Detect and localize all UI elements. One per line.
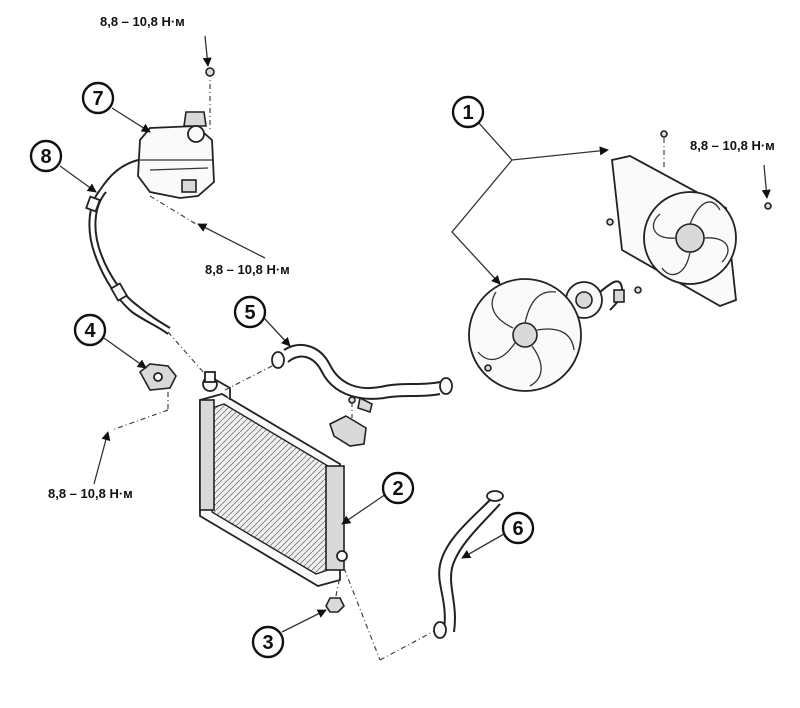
callout-2: 2 <box>381 471 415 505</box>
leader-1b <box>451 159 513 285</box>
leader-5 <box>263 317 291 347</box>
svg-text:1: 1 <box>462 102 473 124</box>
lower-hose <box>433 490 504 639</box>
torque-arrow-tank <box>197 223 266 259</box>
svg-text:6: 6 <box>512 518 523 540</box>
torque-label-top: 8,8 – 10,8 Н·м <box>100 14 185 29</box>
torque-label-radiator-bracket: 8,8 – 10,8 Н·м <box>48 486 133 501</box>
svg-text:7: 7 <box>92 88 103 110</box>
svg-text:4: 4 <box>84 320 96 342</box>
radiator-side-bracket <box>329 396 367 447</box>
upper-hose <box>271 344 453 414</box>
callout-1: 1 <box>451 95 485 129</box>
leader-1 <box>477 121 609 161</box>
torque-label-fan-shroud: 8,8 – 10,8 Н·м <box>690 138 775 153</box>
drain-plug <box>325 575 345 613</box>
radiator <box>199 361 441 661</box>
expansion-tank <box>99 67 215 225</box>
svg-text:8: 8 <box>40 146 51 168</box>
leader-7 <box>111 107 151 133</box>
torque-arrow-fan <box>761 164 771 199</box>
torque-label-tank: 8,8 – 10,8 Н·м <box>205 262 290 277</box>
torque-arrow-top <box>202 35 212 67</box>
fan-blade <box>468 278 582 392</box>
callout-3: 3 <box>251 625 285 659</box>
callout-4: 4 <box>73 313 107 347</box>
fan-shroud <box>606 130 772 307</box>
upper-bracket <box>111 363 177 431</box>
callout-5: 5 <box>233 295 267 329</box>
leader-4 <box>103 337 147 369</box>
overflow-hose <box>85 189 213 383</box>
leader-6 <box>461 533 505 559</box>
leader-2 <box>341 493 387 525</box>
leader-8 <box>59 165 97 193</box>
svg-text:5: 5 <box>244 302 255 324</box>
svg-text:3: 3 <box>262 632 273 654</box>
callout-8: 8 <box>29 139 63 173</box>
leader-3 <box>281 609 327 633</box>
fan-motor <box>554 280 642 319</box>
callout-7: 7 <box>81 81 115 115</box>
torque-arrow-radiator-bracket <box>93 431 111 485</box>
svg-text:2: 2 <box>392 478 403 500</box>
callout-6: 6 <box>501 511 535 545</box>
